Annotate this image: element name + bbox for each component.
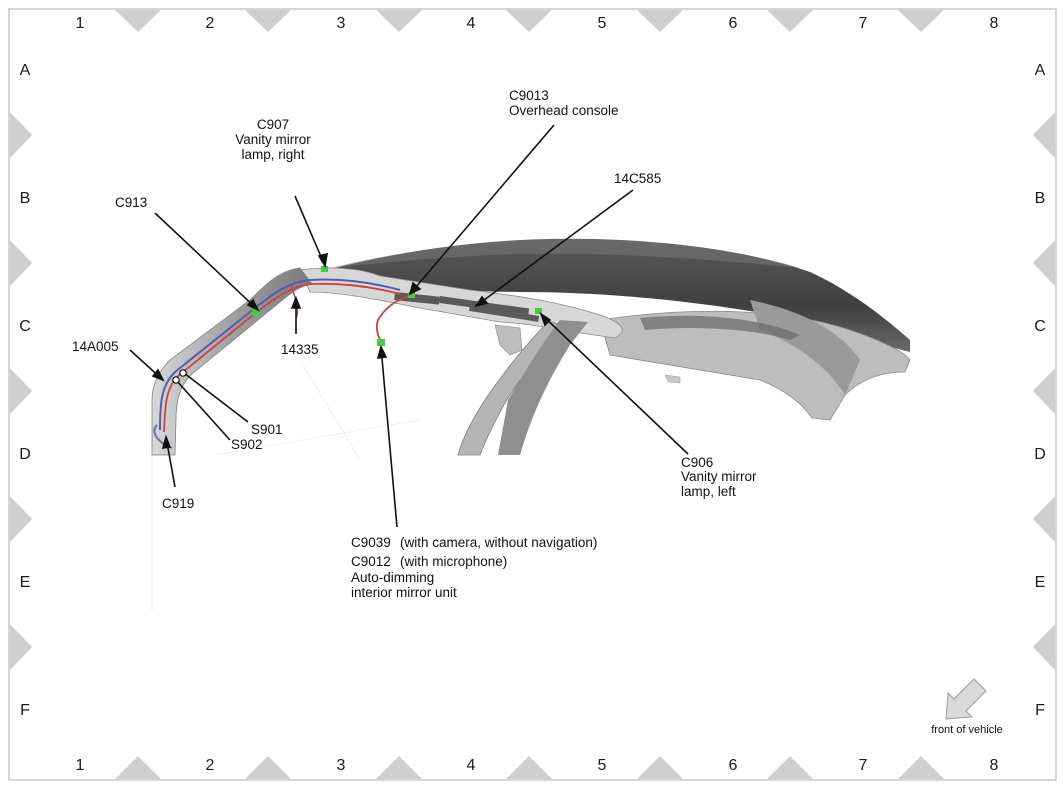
col-label-bottom: 8 xyxy=(990,757,999,774)
row-label-right: C xyxy=(1034,318,1046,335)
callout-mirror-line1: Auto-dimming xyxy=(351,570,434,585)
orientation-indicator: front of vehicle xyxy=(931,678,1003,736)
row-label-right: B xyxy=(1035,190,1046,207)
callout-14c585: 14C585 xyxy=(614,171,661,186)
col-label-bottom: 7 xyxy=(859,757,868,774)
callout-c919: C919 xyxy=(162,496,194,511)
leader-lines xyxy=(129,124,689,528)
roof-panel xyxy=(320,238,910,352)
col-label-top: 6 xyxy=(729,15,738,32)
callout-c9013-line2: Overhead console xyxy=(509,103,619,118)
column-labels-top: 1 2 3 4 5 6 7 8 xyxy=(76,15,999,32)
frame-bottom-markers xyxy=(115,756,944,779)
connector-c9039 xyxy=(377,339,385,346)
callout-c9039-code: C9039 xyxy=(351,535,391,550)
col-label-top: 7 xyxy=(859,15,868,32)
callout-s901: S901 xyxy=(251,422,283,437)
col-label-bottom: 3 xyxy=(337,757,346,774)
splice-markers xyxy=(172,369,187,384)
col-label-top: 4 xyxy=(467,15,476,32)
callout-c9012-code: C9012 xyxy=(351,554,391,569)
col-label-bottom: 6 xyxy=(729,757,738,774)
connector-c913 xyxy=(252,308,260,316)
overhead-console-ribs xyxy=(394,292,540,322)
frame-outer-border xyxy=(8,8,1057,781)
vehicle-roof-illustration xyxy=(151,238,911,610)
row-label-left: A xyxy=(20,62,31,79)
row-labels-left: A B C D E F xyxy=(19,62,31,719)
connector-c907 xyxy=(321,266,328,272)
orientation-label: front of vehicle xyxy=(931,724,1003,736)
col-label-top: 2 xyxy=(206,15,215,32)
callout-c907-line3: lamp, right xyxy=(241,147,304,162)
frame-left-markers xyxy=(10,112,32,670)
a-pillar-right xyxy=(151,267,313,456)
row-label-left: B xyxy=(20,190,31,207)
row-label-left: E xyxy=(20,574,31,591)
callout-c906-line3: lamp, left xyxy=(681,484,736,499)
frame-right-markers xyxy=(1033,112,1055,670)
callout-c9039-note: (with camera, without navigation) xyxy=(400,535,597,550)
connector-c9013 xyxy=(408,292,415,298)
callout-14335: 14335 xyxy=(281,342,319,357)
row-label-left: C xyxy=(19,318,31,335)
col-label-top: 3 xyxy=(337,15,346,32)
column-labels-bottom: 1 2 3 4 5 6 7 8 xyxy=(76,757,999,774)
connectors xyxy=(252,266,542,346)
callout-c9013-line1: C9013 xyxy=(509,88,549,103)
row-label-left: D xyxy=(19,446,31,463)
frame-top-markers xyxy=(115,10,944,32)
arrow-down-left-icon xyxy=(945,678,987,720)
row-label-right: E xyxy=(1035,574,1046,591)
connector-c906 xyxy=(535,308,542,314)
row-label-left: F xyxy=(20,702,30,719)
col-label-bottom: 2 xyxy=(206,757,215,774)
frame: 1 2 3 4 5 6 7 8 1 2 3 4 5 6 7 8 A B C D … xyxy=(8,8,1057,781)
col-label-bottom: 4 xyxy=(467,757,476,774)
col-label-top: 5 xyxy=(598,15,607,32)
callout-c906-line1: C906 xyxy=(681,455,713,470)
callout-s902: S902 xyxy=(231,437,263,452)
callout-c907-line1: C907 xyxy=(257,117,289,132)
row-label-right: A xyxy=(1035,62,1046,79)
col-label-top: 1 xyxy=(76,15,85,32)
callout-c906-line2: Vanity mirror xyxy=(681,469,757,484)
callout-labels: C907 Vanity mirror lamp, right C9013 Ove… xyxy=(72,88,757,600)
row-label-right: D xyxy=(1034,446,1046,463)
col-label-bottom: 1 xyxy=(76,757,85,774)
callout-c907-line2: Vanity mirror xyxy=(235,132,311,147)
row-label-right: F xyxy=(1035,702,1045,719)
col-label-bottom: 5 xyxy=(598,757,607,774)
callout-c913: C913 xyxy=(115,195,147,210)
row-labels-right: A B C D E F xyxy=(1034,62,1046,719)
callout-c9012-note: (with microphone) xyxy=(400,554,507,569)
callout-mirror-line2: interior mirror unit xyxy=(351,585,457,600)
callout-14a005: 14A005 xyxy=(72,339,119,354)
col-label-top: 8 xyxy=(990,15,999,32)
